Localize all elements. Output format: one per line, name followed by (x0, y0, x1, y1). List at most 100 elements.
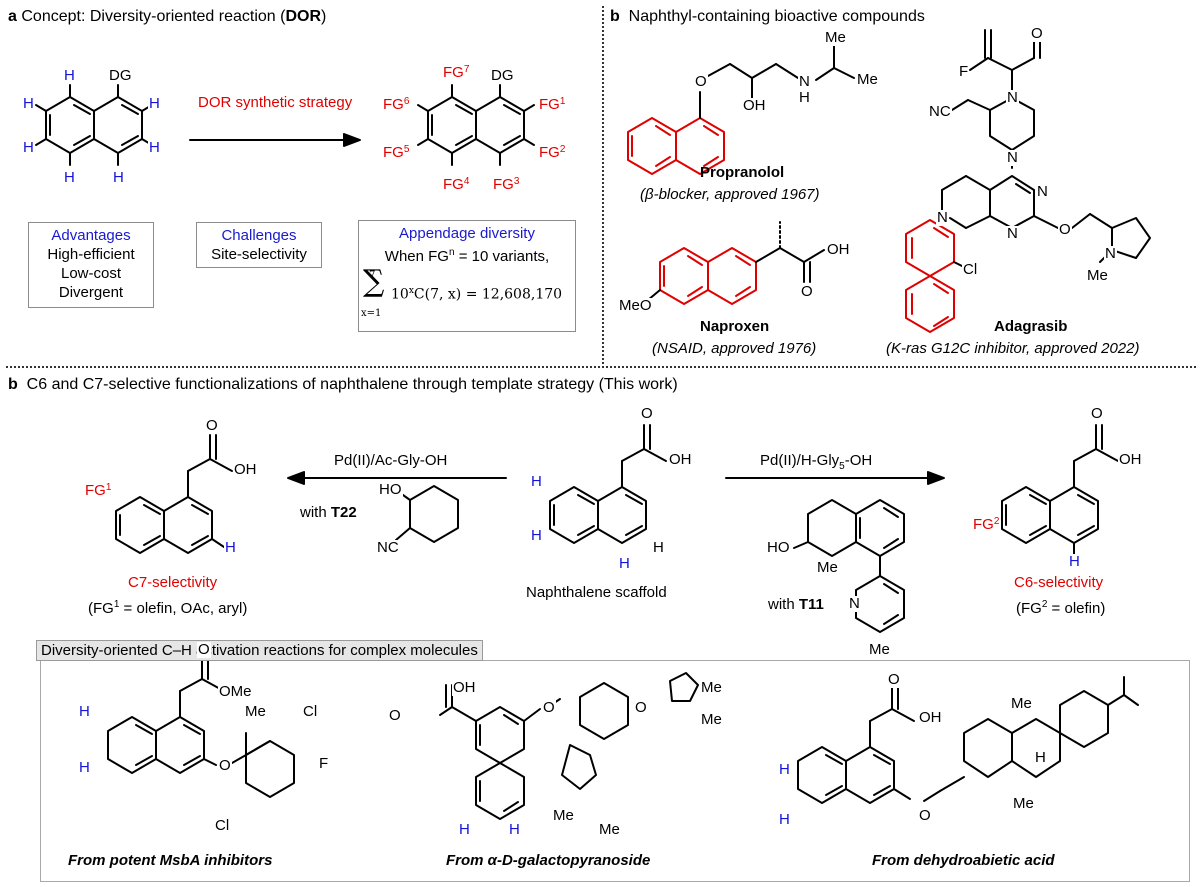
atom-cl: Cl (962, 261, 979, 278)
atom-fg2: FG2 (972, 514, 1001, 533)
atom-fg3: FG3 (492, 174, 521, 193)
naproxen-note: (NSAID, approved 1976) (652, 340, 817, 357)
atom-me: Me (1086, 267, 1109, 284)
naproxen-structure (647, 221, 825, 305)
atom-me: Me (1012, 795, 1035, 812)
atom-oh: OH (742, 97, 767, 114)
arrow-label-dor: DOR synthetic strategy (198, 94, 353, 111)
atom-n: N (1006, 225, 1019, 242)
left-reagent: Pd(II)/Ac-Gly-OH (334, 452, 448, 469)
scaffold-structure (549, 424, 667, 544)
atom-h: H (778, 811, 791, 828)
atom-cl: Cl (302, 703, 319, 720)
atom-h: H (778, 761, 791, 778)
left-template: with T22 (300, 504, 357, 521)
example-caption: From α-D-galactopyranoside (446, 852, 651, 869)
atom-f: F (958, 63, 970, 80)
example-galactose-structure (439, 672, 699, 820)
atom-o: O (1090, 405, 1104, 422)
atom-nc: NC (376, 539, 400, 556)
atom-oh: OH (1118, 451, 1143, 468)
atom-me: Me (1010, 695, 1033, 712)
atom-h: H (78, 759, 91, 776)
example-caption: From dehydroabietic acid (872, 852, 1055, 869)
atom-h: H (508, 821, 521, 838)
atom-h: H (148, 95, 161, 112)
atom-o: O (634, 699, 648, 716)
atom-h: H (224, 539, 237, 556)
example-abietic-structure (797, 676, 1139, 804)
diversity-line: When FGn = 10 variants, (384, 247, 550, 265)
atom-n: N (848, 595, 861, 612)
advantages-heading: Advantages (51, 227, 131, 244)
atom-f: F (318, 755, 330, 772)
propranolol-note: (β-blocker, approved 1967) (640, 186, 820, 203)
diversity-box: Appendage diversity When FGn = 10 varian… (358, 220, 576, 332)
naphthalene-product (417, 84, 535, 166)
atom-me: Me (244, 703, 267, 720)
atom-n: N (1036, 183, 1049, 200)
atom-meo: MeO (618, 297, 653, 314)
t11-structure (793, 499, 905, 633)
right-reagent: Pd(II)/H-Gly5-OH (760, 452, 873, 472)
atom-cl: Cl (214, 817, 231, 834)
atom-n: N (936, 209, 949, 226)
atom-h: H (652, 539, 665, 556)
atom-oh: OH (233, 461, 258, 478)
atom-oh: OH (918, 709, 943, 726)
advantages-box: Advantages High-efficient Low-cost Diver… (28, 222, 154, 308)
atom-o: O (542, 699, 556, 716)
atom-h: H (63, 169, 76, 186)
c7-label: C7-selectivity (128, 574, 218, 591)
advantages-line: Divergent (58, 284, 124, 301)
naproxen-name: Naproxen (700, 318, 770, 335)
atom-n: N (1006, 149, 1019, 166)
atom-o: O (388, 707, 402, 724)
panel-b-top-title: b Naphthyl-containing bioactive compound… (610, 8, 925, 25)
advantages-line: High-efficient (47, 246, 135, 263)
atom-o: O (197, 641, 211, 658)
c7-product-structure (115, 434, 233, 554)
atom-h: H (22, 95, 35, 112)
atom-dg-start: DG (108, 67, 133, 84)
atom-o: O (640, 405, 654, 422)
atom-me: Me (700, 679, 723, 696)
atom-o: O (694, 73, 708, 90)
atom-oh: OH (668, 451, 693, 468)
atom-h: H (22, 139, 35, 156)
propranolol-name: Propranolol (700, 164, 785, 181)
atom-fg1: FG1 (84, 480, 113, 499)
atom-fg4: FG4 (442, 174, 471, 193)
adagrasib-structure (905, 29, 1151, 333)
atom-h: H (530, 473, 543, 490)
t22-structure (395, 485, 459, 543)
atom-fg1: FG1 (538, 94, 567, 113)
right-template: with T11 (768, 596, 824, 613)
example-msba-structure (107, 656, 295, 798)
challenges-line: Site-selectivity (211, 246, 307, 263)
atom-me: Me (824, 29, 847, 46)
adagrasib-name: Adagrasib (994, 318, 1068, 335)
atom-n: N (1104, 245, 1117, 262)
atom-o: O (918, 807, 932, 824)
propranolol-structure (627, 45, 855, 175)
atom-me: Me (816, 559, 839, 576)
advantages-line: Low-cost (60, 265, 122, 282)
atom-h: H (798, 89, 811, 106)
atom-me: Me (868, 641, 891, 658)
atom-dg-product: DG (490, 67, 515, 84)
challenges-heading: Challenges (221, 227, 297, 244)
scaffold-label: Naphthalene scaffold (526, 584, 667, 601)
atom-h: H (63, 67, 76, 84)
atom-fg5: FG5 (382, 142, 411, 161)
atom-o: O (205, 417, 219, 434)
atom-fg6: FG6 (382, 94, 411, 113)
atom-h: H (112, 169, 125, 186)
atom-ome: OMe (218, 683, 253, 700)
panel-a-title: a Concept: Diversity-oriented reaction (… (8, 8, 327, 25)
examples-box-title: Diversity-oriented C–H activation reacti… (36, 640, 483, 661)
atom-fg7: FG7 (442, 62, 471, 81)
atom-oh: OH (826, 241, 851, 258)
atom-fg2: FG2 (538, 142, 567, 161)
